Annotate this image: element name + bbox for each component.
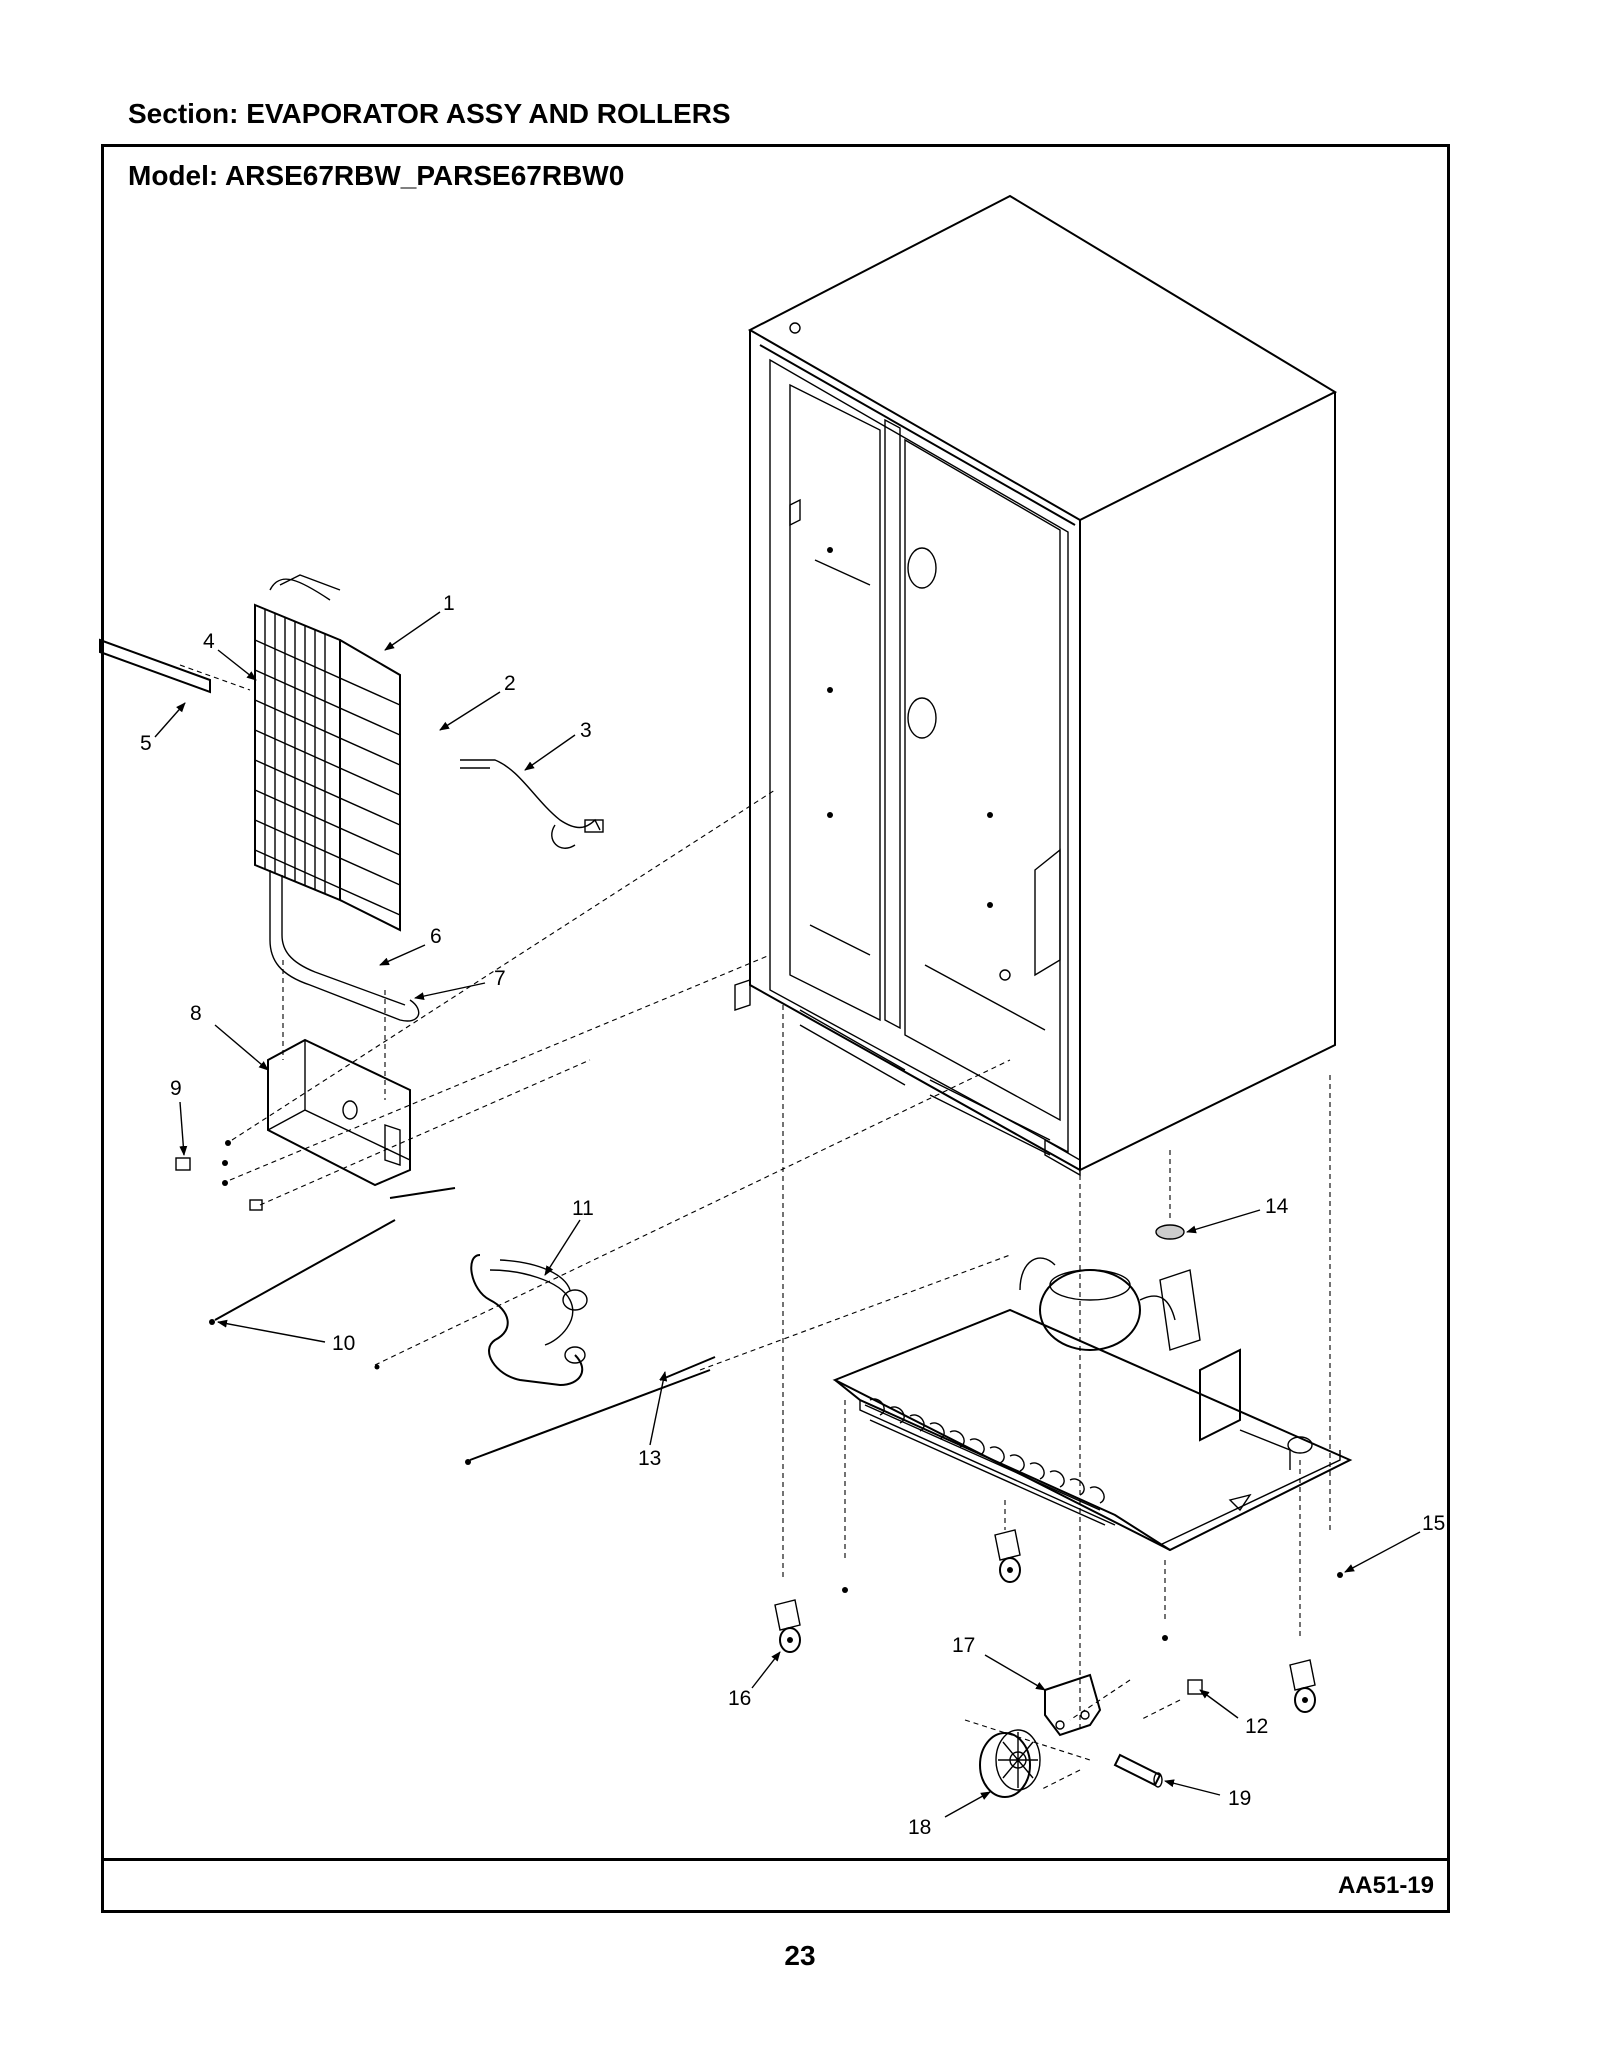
- callout-3: 3: [580, 719, 592, 742]
- callout-16: 16: [728, 1687, 751, 1710]
- callout-7: 7: [494, 967, 506, 990]
- callout-8: 8: [190, 1002, 202, 1025]
- callout-18: 18: [908, 1816, 931, 1839]
- callout-14: 14: [1265, 1195, 1289, 1218]
- roller-axle: [465, 1254, 1011, 1465]
- callout-leaders: [154, 611, 1421, 1818]
- screws: [175, 789, 776, 1211]
- roller-assembly-rear: [1289, 1659, 1316, 1713]
- callout-19: 19: [1228, 1787, 1251, 1810]
- roller-bracket: [1044, 1673, 1102, 1737]
- drain-trough: [267, 960, 411, 1187]
- callout-11: 11: [572, 1197, 594, 1220]
- assembly-guides: [782, 1005, 1331, 1791]
- callout-4: 4: [203, 630, 215, 653]
- diagram-frame: [101, 144, 1450, 1913]
- callout-5: 5: [140, 732, 152, 755]
- section-title: Section: EVAPORATOR ASSY AND ROLLERS: [128, 98, 731, 129]
- callout-9: 9: [170, 1077, 182, 1100]
- diagram-code: AA51-19: [1337, 1872, 1434, 1899]
- cabinet-shell: [734, 194, 1338, 1177]
- axle-pin: [1113, 1753, 1163, 1788]
- callout-labels: 1 2 3 4 5 6 7 8 9 10 11 12 13 14 15 16 1…: [140, 592, 1445, 1839]
- callout-17: 17: [952, 1634, 975, 1657]
- page-number: 23: [784, 1940, 816, 1971]
- axle-rod: [209, 1187, 456, 1325]
- callout-10: 10: [332, 1332, 355, 1355]
- callout-12: 12: [1245, 1715, 1268, 1738]
- callout-1: 1: [443, 592, 455, 615]
- callout-6: 6: [430, 925, 442, 948]
- base-screws: [842, 1572, 1343, 1695]
- machine-compartment: [832, 1257, 1353, 1552]
- roller-assembly-front: [774, 1599, 801, 1653]
- roller-assembly-mid: [994, 1529, 1021, 1583]
- model-title: Model: ARSE67RBW_PARSE67RBW0: [128, 160, 625, 191]
- drain-tube: [374, 1059, 1011, 1387]
- trim-strip: [99, 638, 251, 694]
- heater-harness: [460, 759, 604, 849]
- callout-13: 13: [638, 1447, 661, 1470]
- callout-2: 2: [504, 672, 516, 695]
- callout-15: 15: [1422, 1512, 1445, 1535]
- evaporator-coil: [254, 574, 420, 1022]
- roller-wheel: [979, 1729, 1041, 1798]
- plug: [1155, 1150, 1185, 1240]
- footer-divider: [101, 1858, 1450, 1861]
